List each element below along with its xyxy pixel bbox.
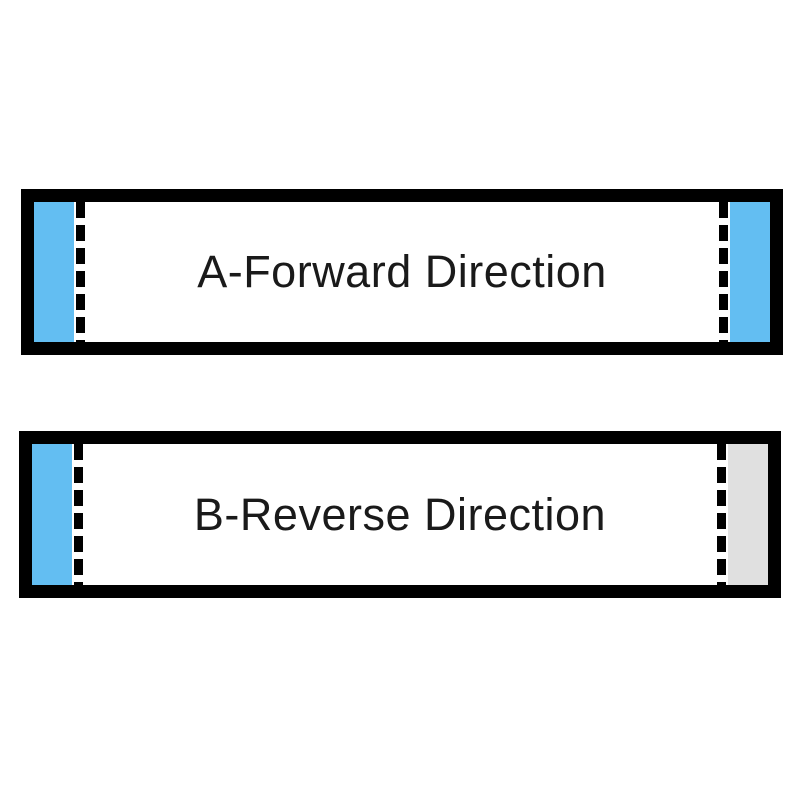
- reverse-direction-label: B-Reverse Direction: [193, 488, 607, 540]
- forward-left-dashed-line: [76, 202, 85, 342]
- forward-left-contact-tab: [34, 202, 74, 342]
- reverse-left-dashed-line: [74, 444, 83, 585]
- forward-right-contact-tab: [730, 202, 770, 342]
- reverse-right-contact-tab: [728, 444, 768, 585]
- reverse-right-dashed-line: [717, 444, 726, 585]
- reverse-direction-diagram: B-Reverse Direction: [19, 431, 781, 598]
- forward-right-dashed-line: [719, 202, 728, 342]
- forward-direction-diagram: A-Forward Direction: [21, 189, 783, 355]
- forward-direction-label: A-Forward Direction: [197, 246, 607, 297]
- reverse-left-contact-tab: [32, 444, 72, 585]
